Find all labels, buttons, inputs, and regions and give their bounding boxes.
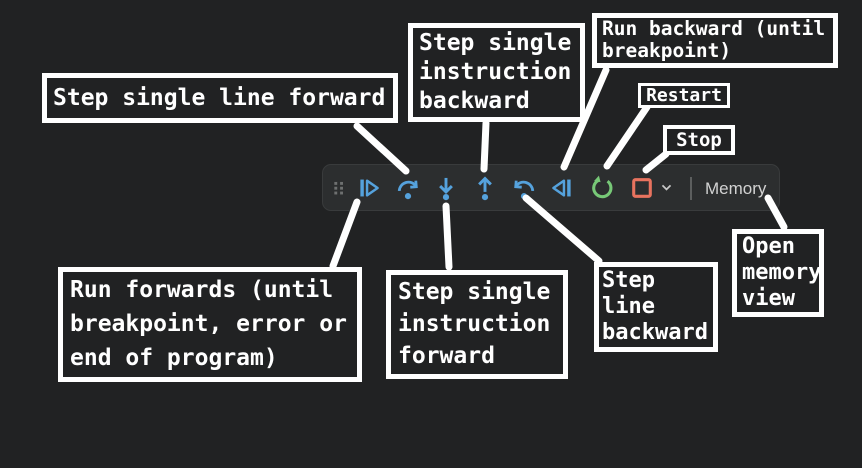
- step-over-icon: [395, 175, 421, 201]
- step-out-icon: [472, 175, 498, 201]
- stop-icon: [629, 175, 655, 201]
- restart-icon: [589, 175, 615, 201]
- connector-line: [329, 198, 361, 270]
- step-out-button[interactable]: [469, 170, 501, 206]
- step-over-button[interactable]: [392, 170, 424, 206]
- drag-grip-handle[interactable]: [323, 170, 355, 206]
- debug-toolbar: Memory: [322, 164, 780, 211]
- continue-button[interactable]: [353, 170, 385, 206]
- chevron-down-icon: [658, 179, 675, 196]
- reverse-continue-icon: [549, 175, 575, 201]
- label-run-backward: Run backward (until breakpoint): [592, 13, 838, 68]
- memory-view-button[interactable]: Memory: [705, 179, 767, 198]
- label-step-single-line-forward: Step single line forward: [42, 73, 398, 123]
- step-back-button[interactable]: [508, 170, 540, 206]
- toolbar-separator: [690, 177, 692, 200]
- connector-line: [603, 103, 651, 170]
- stop-dropdown-button[interactable]: [656, 170, 676, 206]
- continue-icon: [356, 175, 382, 201]
- label-restart: Restart: [638, 83, 730, 108]
- reverse-continue-button[interactable]: [546, 170, 578, 206]
- label-step-single-instruction-backward: Step single instruction backward: [408, 23, 585, 122]
- step-into-icon: [433, 175, 459, 201]
- label-stop: Stop: [663, 125, 735, 155]
- label-step-line-backward: Step line backward: [594, 262, 718, 352]
- restart-button[interactable]: [586, 170, 618, 206]
- label-open-memory-view: Open memory view: [732, 229, 824, 317]
- connector-line: [442, 202, 453, 271]
- stop-button[interactable]: [626, 170, 658, 206]
- grip-icon: [328, 177, 350, 199]
- label-step-single-instruction-forward: Step single instruction forward: [386, 270, 568, 379]
- step-back-icon: [511, 175, 537, 201]
- step-into-button[interactable]: [430, 170, 462, 206]
- connector-line: [480, 119, 490, 173]
- label-run-forwards: Run forwards (until breakpoint, error or…: [58, 267, 362, 382]
